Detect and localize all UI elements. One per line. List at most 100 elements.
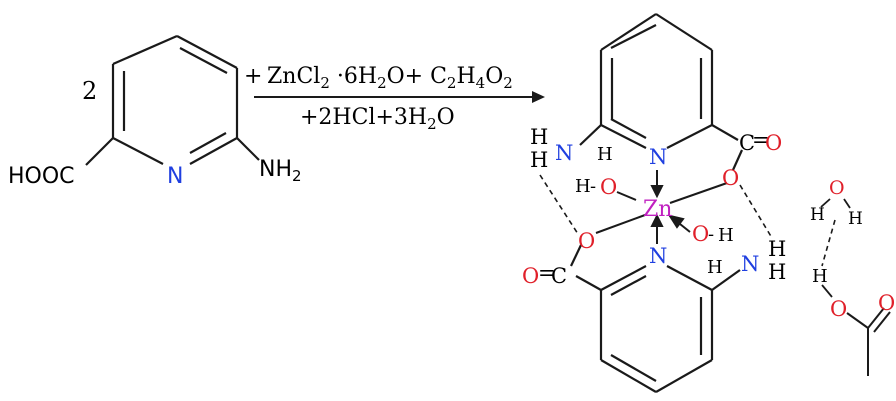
left-water-h1: H: [597, 144, 613, 165]
upper-ring-bond-1-inner: [610, 24, 657, 49]
zn-o-water-left: [616, 191, 637, 201]
acid-o-c-bond: [846, 312, 869, 329]
water-h2: H: [848, 209, 863, 229]
lower-amine-h2: H: [768, 260, 786, 284]
coordination-bonds: [595, 170, 728, 244]
lower-ring-n: N: [649, 244, 667, 268]
bond-ring-2-inner: [179, 47, 228, 74]
lower-carbonyl-double-bond: =: [538, 261, 556, 285]
ring-nitrogen-label: N: [167, 164, 183, 189]
zn-n-lower-arrowhead: [650, 213, 664, 227]
upper-amine-h1: H: [530, 125, 548, 149]
reagents-line-1-segment-2: ·: [330, 64, 344, 89]
reagents-line-1-segment-10: 2: [503, 74, 513, 92]
upper-carbonyl-o: O: [765, 131, 782, 155]
right-water-h2: H: [707, 257, 723, 278]
lower-carboxylate-o-bond: [570, 244, 582, 267]
upper-ring-bond-4: [666, 124, 713, 149]
acid-h-o-bond: [821, 284, 833, 298]
lower-carbonyl-c: C: [551, 264, 567, 288]
reagents-line-1-segment-8: 4: [476, 74, 486, 92]
lower-carboxyl-bond: [575, 275, 602, 291]
plus-sign: +: [244, 64, 262, 89]
lower-ring-bond-1: [600, 265, 647, 291]
lower-ring-bond-1-inner: [610, 275, 647, 296]
bond-carboxyl: [85, 137, 114, 166]
upper-ring-bond-1: [600, 13, 657, 51]
upper-ring-n: N: [649, 145, 667, 169]
bond-ring-2: [176, 35, 238, 69]
reagents-line-1-segment-0: ZnCl: [267, 64, 320, 89]
zn-o-upper-right: [669, 182, 728, 204]
upper-carbonyl-double-bond: =: [752, 128, 770, 152]
reagents-line-1: ZnCl2 ·6H2O+ C2H4O2: [267, 64, 513, 92]
lower-amine-h1: H: [768, 237, 786, 261]
acid-o: O: [830, 297, 847, 321]
zn-o-lower-left: [595, 214, 646, 234]
hbond-left: [539, 174, 579, 235]
reagents-line-2-segment-1: 2: [427, 115, 437, 133]
reagents-line-1-segment-5: O+ C: [387, 64, 447, 89]
upper-carboxylate-o: O: [722, 166, 739, 190]
lower-carboxylate-o: O: [578, 229, 595, 253]
acid-carbonyl-o: O: [878, 291, 895, 315]
upper-amine-h2: H: [530, 148, 548, 172]
lower-carbonyl-o: O: [522, 264, 539, 288]
left-water-o: O: [600, 175, 617, 199]
hbond-water-acid: [821, 219, 836, 267]
upper-ring-bond-2: [655, 13, 713, 51]
right-water-h1: H: [718, 225, 734, 246]
hbond-right: [739, 184, 773, 239]
zn-n-upper-arrowhead: [650, 185, 664, 199]
product-labels: H H N N C = O O H H - O Zn O O = C N O -…: [522, 125, 786, 288]
lower-nh2-bond: [711, 269, 741, 291]
product-structure: [570, 13, 744, 393]
reagents-line-1-segment-3: 6H: [344, 64, 377, 89]
reagents-line-1-segment-9: O: [485, 64, 503, 89]
acetic-acid: H O O: [812, 266, 895, 376]
amine-label: NH2: [259, 157, 302, 185]
upper-ring-bond-5: [600, 124, 647, 149]
reagents-line-1-segment-7: H: [456, 64, 475, 89]
reaction-arrow-head: [532, 91, 545, 103]
hydrogen-bonds: [539, 174, 836, 267]
bond-amine: [236, 137, 260, 161]
reagents-line-2: +2HCl+3H2O: [300, 105, 455, 133]
bond-ring-5: [112, 137, 164, 165]
upper-ring-bond-5-inner: [610, 118, 647, 139]
carboxyl-label: HOOC: [8, 164, 75, 189]
upper-carboxyl-bond: [711, 124, 739, 141]
water-h1: H: [810, 205, 825, 225]
acid-h: H: [812, 266, 828, 287]
lower-ring-bond-4: [655, 359, 713, 393]
zinc-atom: Zn: [643, 197, 672, 222]
upper-carboxylate-o-bond: [731, 149, 744, 171]
left-water-dash: -: [590, 176, 596, 197]
lower-ring-bond-3: [600, 359, 657, 393]
bond-ring-4-inner: [189, 132, 227, 154]
lower-ring-bond-6: [666, 265, 713, 291]
zn-o-water-right-arrowhead: [667, 214, 685, 229]
left-water-h2: H: [575, 176, 591, 197]
water-molecule: O H H: [810, 177, 863, 229]
right-water-dash: -: [708, 224, 714, 245]
lower-amine-n: N: [741, 252, 759, 276]
upper-carbonyl-c: C: [739, 131, 755, 155]
reactant-structure: [85, 34, 260, 166]
water-bond-1: [820, 198, 831, 208]
bond-ring-1: [112, 34, 178, 66]
water-bond-2: [843, 198, 851, 209]
reagents-line-1-segment-4: 2: [377, 74, 387, 92]
acid-c-o-double-2: [873, 311, 891, 333]
right-water-o: O: [692, 222, 709, 246]
lower-ring-bond-3-inner: [610, 354, 657, 382]
reactant-coefficient: 2: [82, 77, 97, 105]
reagents-line-1-segment-1: 2: [320, 74, 330, 92]
bond-ring-4: [189, 137, 238, 165]
reagents-line-1-segment-6: 2: [447, 74, 457, 92]
reagents-line-2-segment-0: +2HCl+3H: [300, 105, 427, 130]
reagents-line-2-segment-2: O: [437, 105, 455, 130]
upper-amine-n: N: [555, 141, 573, 165]
